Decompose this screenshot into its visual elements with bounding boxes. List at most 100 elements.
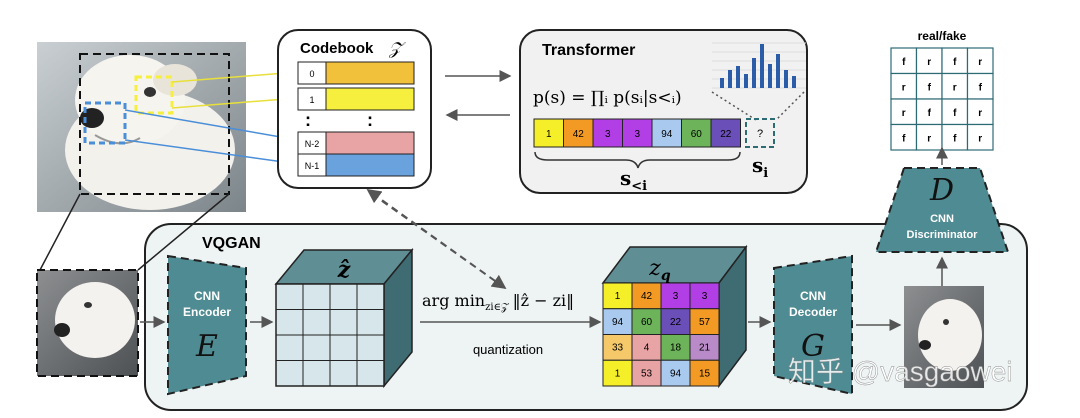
cnn-decoder: CNN Decoder G [773, 254, 853, 396]
zq-cell [689, 282, 720, 310]
histogram-bar [744, 74, 748, 88]
zq-cell-value: 53 [641, 368, 653, 379]
real-fake-label: r [927, 134, 931, 145]
yellow-patch [134, 75, 174, 115]
quantization-label: quantization [473, 342, 543, 357]
real-fake-label: f [953, 108, 957, 119]
zq-cell [660, 359, 691, 387]
sequence-brace [534, 151, 741, 169]
token-value: 94 [661, 129, 673, 140]
cnn-discriminator: D CNN Discriminator [874, 167, 1010, 253]
probability-histogram [712, 42, 806, 89]
token-cell [710, 118, 741, 148]
zq-cell-value: 18 [670, 343, 682, 354]
image-crop-box [79, 53, 230, 195]
codebook-vector-cell [325, 153, 415, 177]
real-fake-label: r [902, 108, 906, 119]
blue-patch [83, 101, 127, 145]
zq-cell-value: 3 [673, 291, 679, 302]
zq-cell-value: 60 [641, 317, 653, 328]
codebook-index-label: 0 [309, 69, 314, 79]
zq-cell-value: 94 [612, 317, 624, 328]
zq-cell [602, 308, 633, 335]
zq-cell-value: 57 [699, 317, 711, 328]
real-fake-label: r [902, 83, 906, 94]
real-fake-label: f [928, 108, 932, 119]
transformer-formula: p(s) = ∏ᵢ p(sᵢ|s<ᵢ) [533, 88, 682, 108]
codebook-vector-cell [325, 87, 415, 111]
discriminator-title-2: Discriminator [907, 229, 979, 241]
real-fake-cell [966, 123, 994, 151]
histogram-bar [720, 78, 724, 88]
encoder-title-1: CNN [194, 289, 220, 303]
zq-cell [631, 282, 662, 310]
discriminator-symbol: D [929, 173, 954, 208]
real-fake-label: r [978, 134, 982, 145]
zq-cell-value: 33 [612, 343, 624, 354]
decoder-title-1: CNN [800, 289, 826, 303]
zq-cell-value: 22 [670, 317, 682, 328]
real-fake-label: f [979, 83, 983, 94]
z-hat-cube: ẑ [274, 247, 414, 389]
histogram-bar [784, 70, 788, 88]
real-fake-label: r [978, 57, 982, 68]
codebook-index-label: N-2 [305, 139, 320, 149]
token-value: 22 [720, 129, 732, 140]
discriminator-title-1: CNN [930, 213, 954, 225]
vqgan-title: VQGAN [202, 235, 261, 252]
codebook-dots-right: : [367, 110, 373, 130]
real-fake-label: r [978, 108, 982, 119]
histogram-bar [776, 54, 780, 88]
token-cell [622, 118, 653, 148]
token-value: 60 [691, 129, 703, 140]
histogram-bar [728, 70, 732, 88]
codebook-dots-left: : [305, 110, 311, 130]
output-dog-image [904, 286, 984, 388]
real-fake-label: r [927, 57, 931, 68]
histogram-bar [768, 64, 772, 88]
zq-cell-value: 21 [699, 343, 711, 354]
codebook-index-label: 1 [309, 95, 314, 105]
token-value: 3 [605, 129, 611, 140]
zq-cell-value: 4 [644, 343, 650, 354]
zq-cell-value: 94 [670, 368, 682, 379]
histogram-bar [792, 76, 796, 88]
argmin-formula: arg minzi∈𝒵‖ẑ − zi‖ [422, 291, 574, 313]
encoder-title-2: Encoder [183, 305, 231, 319]
real-fake-label: f [953, 134, 957, 145]
codebook-index-label: N-1 [305, 161, 320, 171]
token-value: 1 [546, 129, 552, 140]
zq-cell [689, 334, 720, 361]
encoder-symbol: E [195, 329, 218, 364]
next-token-box [745, 118, 775, 148]
codebook-vector-cell [325, 61, 415, 85]
real-fake-label: f [902, 57, 906, 68]
zq-cell-value: 1 [615, 291, 621, 302]
histogram-bar [760, 44, 764, 88]
codebook-vector-cell [325, 131, 415, 155]
real-fake-label: r [953, 83, 957, 94]
real-fake-cell [915, 123, 943, 151]
real-fake-cell [915, 47, 943, 75]
input-dog-image [37, 42, 246, 212]
codebook-rows: 0 1N-2N-1 [297, 61, 415, 177]
codebook-symbol: 𝒵 [388, 39, 406, 59]
transformer-title: Transformer [542, 42, 635, 59]
token-cell [681, 118, 712, 148]
real-fake-label: f [928, 83, 932, 94]
zq-cell [660, 308, 691, 335]
codebook-box: Codebook 𝒵 0 1N-2N-1 : : [277, 29, 432, 189]
codebook-title: Codebook [300, 40, 374, 57]
next-token-value: ? [757, 128, 763, 140]
token-cell [592, 118, 623, 148]
z-hat-label: ẑ [337, 257, 351, 283]
real-fake-cell [890, 98, 918, 126]
cnn-encoder: CNN Encoder E [167, 254, 247, 396]
encoder-input-image [36, 269, 139, 377]
real-fake-label: f [953, 57, 957, 68]
decoder-title-2: Decoder [789, 305, 837, 319]
